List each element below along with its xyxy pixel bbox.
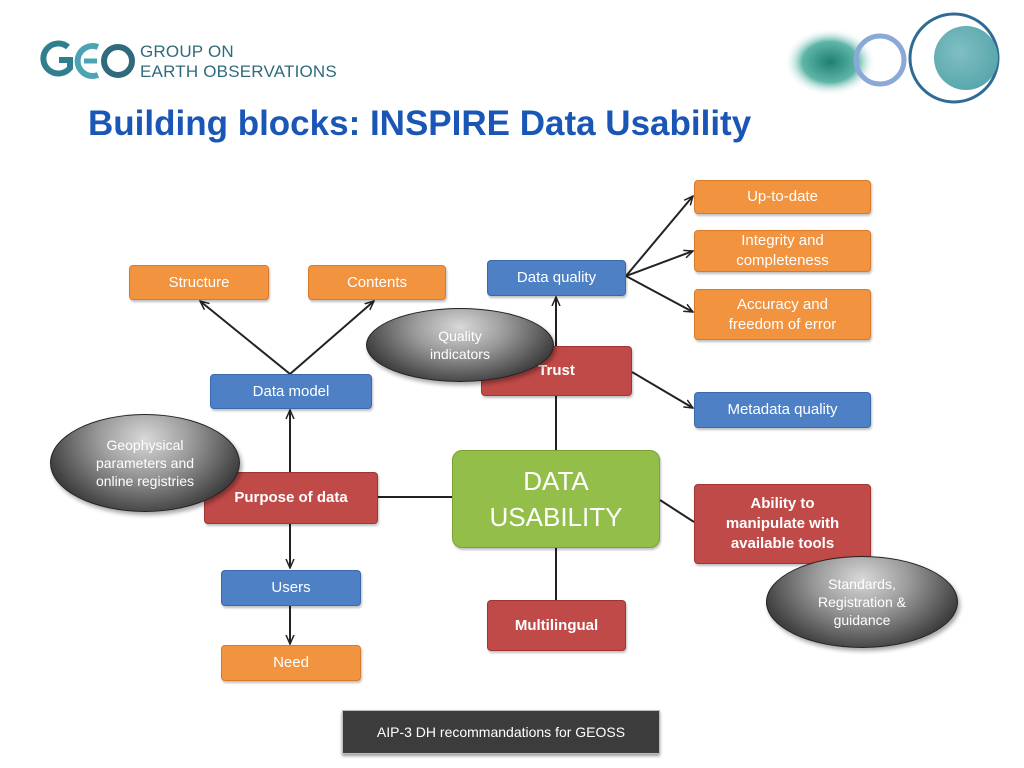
node-data-quality: Data quality: [487, 260, 626, 296]
node-up-to-date: Up-to-date: [694, 180, 871, 214]
node-contents: Contents: [308, 265, 446, 300]
node-accuracy-line1: Accuracy and: [737, 295, 828, 313]
node-metadata-quality: Metadata quality: [694, 392, 871, 428]
decorative-circles-icon: [784, 12, 1000, 104]
node-ability-line3: available tools: [730, 535, 835, 552]
geo-logo-icon: [40, 40, 135, 79]
center-line1: DATA: [523, 466, 589, 496]
node-data-usability: DATA USABILITY: [452, 450, 660, 548]
callout-quality-indicators: Quality indicators: [366, 308, 554, 382]
edge-datamodel-contents: [289, 301, 374, 375]
edge-dataquality-integrity: [625, 251, 693, 277]
node-accuracy-line2: freedom of error: [728, 315, 837, 333]
page-title: Building blocks: INSPIRE Data Usability: [88, 104, 752, 143]
logo-line-1: GROUP ON: [140, 42, 234, 61]
edge-dataquality-accuracy: [625, 275, 693, 313]
callout-geo-line2: parameters and: [95, 455, 195, 471]
edge-trust-metadata: [631, 371, 693, 408]
callout-geophysical: Geophysical parameters and online regist…: [50, 414, 240, 512]
node-multilingual: Multilingual: [487, 600, 626, 651]
node-accuracy: Accuracy and freedom of error: [694, 289, 871, 340]
edge-center-ability: [659, 499, 695, 523]
edge-datamodel-structure: [200, 301, 291, 375]
node-integrity-line1: Integrity and: [741, 232, 824, 249]
node-ability-line1: Ability to: [750, 495, 815, 512]
callout-std-line1: Standards,: [828, 576, 896, 592]
node-integrity-line2: completeness: [736, 252, 829, 269]
callout-std-line3: guidance: [833, 612, 891, 628]
logo-text: GROUP ON EARTH OBSERVATIONS: [140, 42, 337, 82]
callout-quality-line1: Quality: [438, 328, 482, 344]
node-users: Users: [221, 570, 361, 606]
callout-std-line2: Registration &: [818, 594, 906, 610]
callout-geo-line3: online registries: [95, 473, 195, 489]
footer-caption: AIP-3 DH recommandations for GEOSS: [342, 710, 660, 754]
callout-geo-line1: Geophysical: [106, 437, 184, 453]
node-ability: Ability to manipulate with available too…: [694, 484, 871, 564]
center-line2: USABILITY: [489, 502, 623, 532]
node-structure: Structure: [129, 265, 269, 300]
node-data-model: Data model: [210, 374, 372, 409]
callout-quality-line2: indicators: [430, 346, 490, 362]
node-ability-line2: manipulate with: [725, 515, 840, 532]
node-need: Need: [221, 645, 361, 681]
node-integrity: Integrity and completeness: [694, 230, 871, 272]
logo-line-2: EARTH OBSERVATIONS: [140, 62, 337, 81]
callout-standards: Standards, Registration & guidance: [766, 556, 958, 648]
edge-dataquality-uptodate: [625, 196, 693, 277]
